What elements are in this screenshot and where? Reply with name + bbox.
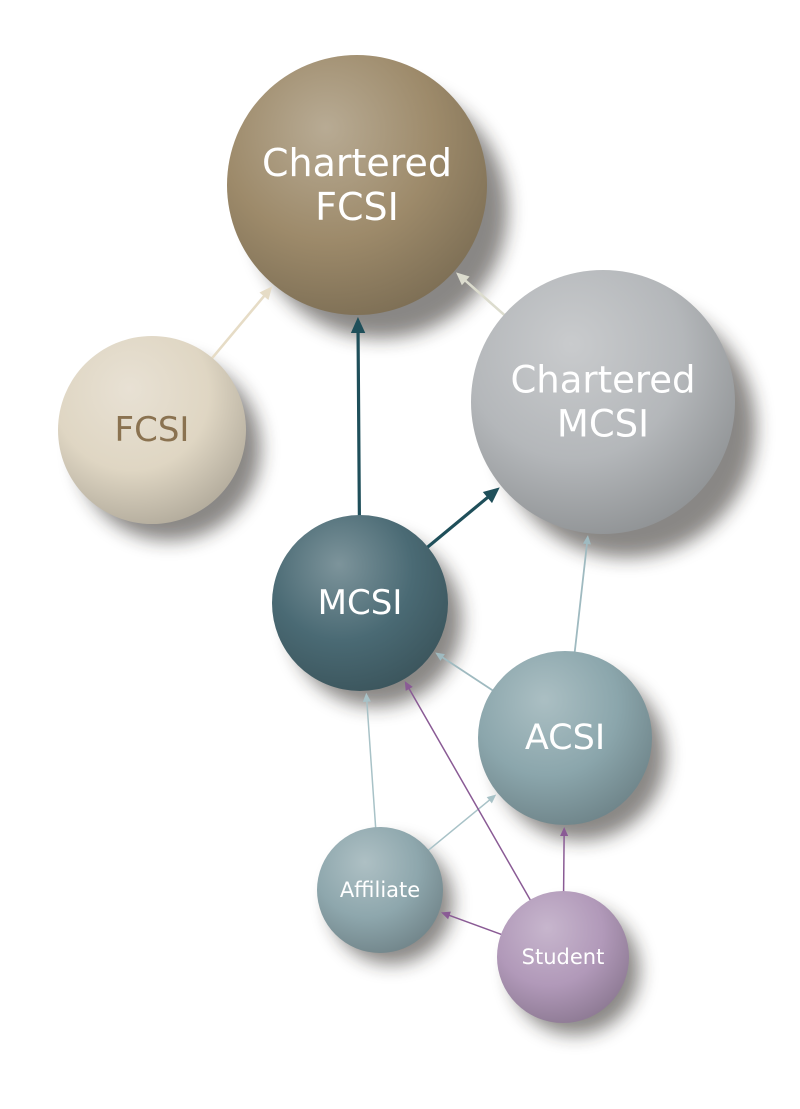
node-acsi: ACSI: [478, 651, 652, 825]
arrowhead-icon: [455, 272, 470, 286]
arrowhead-icon: [482, 487, 500, 504]
edge-line: [447, 914, 506, 937]
node-affiliate: Affiliate: [317, 827, 443, 953]
node-sphere: [317, 827, 443, 953]
edge-affiliate-to-acsi: [424, 794, 497, 854]
arrowhead-icon: [560, 826, 569, 837]
node-student: Student: [497, 891, 629, 1023]
arrowhead-icon: [582, 535, 591, 545]
edge-layer: [208, 272, 591, 937]
node-sphere: [478, 651, 652, 825]
edge-student-to-mcsi: [404, 681, 533, 904]
arrowhead-icon: [404, 681, 413, 691]
arrowhead-icon: [259, 286, 273, 300]
node-label: MCSI: [557, 403, 649, 446]
arrowhead-icon: [435, 652, 445, 661]
node-label: FCSI: [315, 185, 399, 229]
edge-line: [562, 833, 565, 896]
node-fcsi: FCSI: [58, 336, 246, 524]
node-sphere: [272, 515, 448, 691]
node-sphere: [227, 55, 487, 315]
edge-acsi-to-chartered-mcsi: [573, 535, 591, 657]
node-sphere: [58, 336, 246, 524]
edge-affiliate-to-mcsi: [362, 692, 377, 832]
arrowhead-icon: [362, 692, 371, 703]
arrowhead-icon: [486, 794, 497, 804]
edge-line: [208, 292, 267, 363]
node-sphere: [471, 270, 735, 534]
edge-mcsi-to-chartered-mcsi: [423, 487, 500, 552]
arrowhead-icon: [441, 911, 451, 920]
node-sphere: [497, 891, 629, 1023]
node-label: MCSI: [318, 583, 403, 623]
edge-line: [407, 686, 533, 904]
edge-line: [440, 655, 497, 694]
edge-line: [423, 493, 492, 552]
node-label: FCSI: [115, 410, 190, 450]
edge-line: [356, 328, 361, 521]
edge-student-to-affiliate: [441, 911, 506, 937]
edge-line: [462, 277, 509, 319]
node-label: Chartered: [510, 359, 695, 402]
edge-student-to-acsi: [560, 826, 569, 896]
edge-chartered-mcsi-to-chartered-fcsi: [455, 272, 509, 319]
node-mcsi: MCSI: [272, 515, 448, 691]
node-label: Student: [522, 945, 605, 969]
node-label: Chartered: [262, 141, 452, 185]
edge-mcsi-to-chartered-fcsi: [350, 316, 366, 521]
node-label: ACSI: [525, 718, 605, 758]
edge-acsi-to-mcsi: [435, 652, 497, 694]
arrowhead-icon: [350, 316, 366, 334]
edge-fcsi-to-chartered-fcsi: [208, 286, 273, 363]
node-layer: CharteredFCSIFCSICharteredMCSIMCSIACSIAf…: [58, 55, 735, 1023]
node-label: Affiliate: [340, 878, 420, 902]
edge-line: [366, 699, 377, 832]
edge-line: [573, 541, 589, 657]
edge-line: [424, 798, 492, 854]
